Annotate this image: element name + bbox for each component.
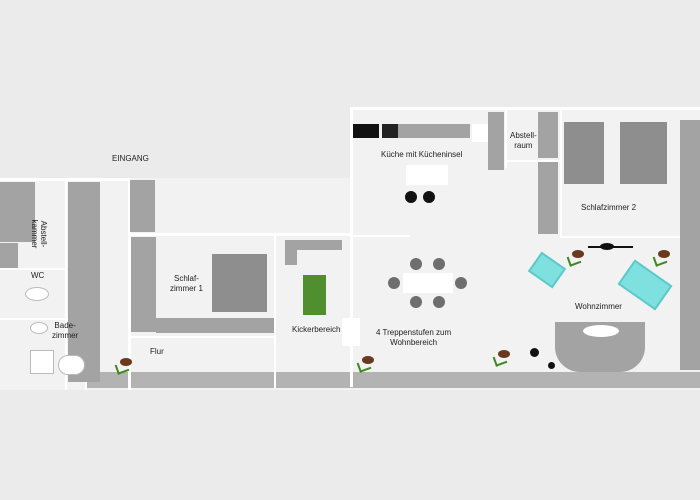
wall	[0, 268, 65, 270]
plant-icon	[658, 250, 670, 258]
floor-left	[0, 178, 352, 390]
label-line: Abstell-	[510, 131, 537, 140]
closet	[0, 243, 18, 268]
bathtub	[58, 355, 85, 375]
coffee-table	[583, 325, 619, 337]
bottom-wall-band	[85, 372, 700, 388]
wall	[0, 318, 86, 320]
wall	[130, 336, 275, 338]
bedroom1-wardrobe	[131, 237, 156, 332]
kitchen-counter	[398, 124, 470, 138]
stove	[353, 124, 379, 138]
dining-table	[403, 273, 453, 293]
table-soccer	[303, 275, 326, 315]
bar-stool	[405, 191, 417, 203]
dining-chair	[433, 296, 445, 308]
right-wall-cabinet	[680, 120, 700, 370]
wall	[128, 178, 131, 390]
plant-icon	[498, 350, 510, 358]
label-kicker: Kickerbereich	[292, 325, 341, 334]
label-bedroom-1: Schlaf- zimmer 1	[170, 274, 203, 294]
dining-chair	[410, 258, 422, 270]
wall	[274, 236, 276, 388]
plant-icon	[362, 356, 374, 364]
hall-wardrobe	[68, 182, 100, 382]
plant-icon	[572, 250, 584, 258]
label-line: zimmer 1	[170, 284, 203, 293]
oven	[382, 124, 398, 138]
label-line: Bade-	[54, 321, 76, 330]
bedroom1-wardrobe	[156, 318, 274, 333]
bed	[564, 122, 604, 184]
wall	[350, 107, 700, 110]
floor-lamp	[530, 348, 539, 357]
label-kitchen: Küche mit Kücheninsel	[381, 150, 463, 159]
wall	[128, 233, 350, 236]
tv	[600, 243, 614, 250]
label-hallway: Flur	[150, 347, 164, 356]
toilet	[25, 287, 49, 301]
dining-chair	[410, 296, 422, 308]
fridge	[472, 124, 490, 142]
label-storage-closet: Abstell-kammer	[30, 219, 48, 249]
corner-sofa	[285, 240, 297, 265]
wall	[350, 107, 353, 387]
label-line: Wohnbereich	[390, 338, 438, 347]
corner-sofa	[285, 240, 342, 250]
label-line: Schlaf-	[173, 274, 199, 283]
dining-chair	[433, 258, 445, 270]
wall	[560, 236, 700, 238]
label-line: 4 Treppenstufen zum	[376, 328, 452, 337]
label-line: raum	[514, 141, 533, 150]
wall	[505, 160, 560, 162]
dining-chair	[388, 277, 400, 289]
bed	[620, 122, 667, 184]
plant-icon	[120, 358, 132, 366]
wall	[560, 108, 562, 238]
label-bathroom: Bade- zimmer	[52, 321, 78, 341]
closet	[0, 182, 35, 242]
shower	[30, 350, 54, 374]
wall	[350, 235, 410, 237]
stair-block	[342, 318, 360, 346]
label-bedroom-2: Schlafzimmer 2	[581, 203, 637, 212]
storage-shelf	[538, 162, 558, 234]
kitchen-island	[406, 165, 448, 185]
label-stairs: 4 Treppenstufen zum Wohnbereich	[376, 328, 451, 348]
kitchen-cabinet	[488, 112, 504, 170]
bed	[212, 254, 267, 312]
label-entrance: EINGANG	[112, 154, 149, 163]
label-storage-room: Abstell- raum	[510, 131, 537, 151]
storage-shelf	[538, 112, 558, 158]
wall	[505, 108, 507, 168]
sink	[30, 322, 48, 334]
dining-chair	[455, 277, 467, 289]
floor-lamp	[548, 362, 555, 369]
label-wc: WC	[31, 271, 45, 280]
wall	[65, 178, 67, 390]
bar-stool	[423, 191, 435, 203]
label-line: zimmer	[52, 331, 79, 340]
entrance-door-panel	[130, 180, 155, 232]
label-living: Wohnzimmer	[575, 302, 622, 311]
